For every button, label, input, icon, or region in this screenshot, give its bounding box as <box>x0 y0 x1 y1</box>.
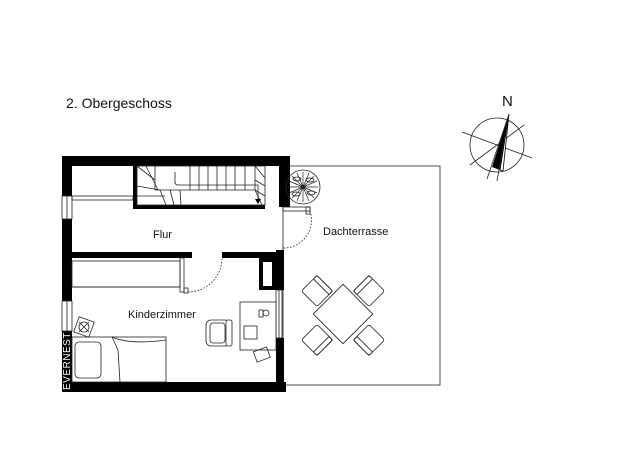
desk-chair <box>205 319 233 347</box>
terrace-window <box>275 289 283 339</box>
terrace-dining-set <box>301 275 385 356</box>
walls <box>62 156 290 392</box>
window-left-upper <box>61 195 73 220</box>
staircase <box>136 165 266 206</box>
room-label-kinderzimmer: Kinderzimmer <box>128 309 196 321</box>
flur-shelf <box>71 195 134 201</box>
lamp-icon <box>73 316 95 338</box>
desk <box>239 301 277 363</box>
floor-title: 2. Obergeschoss <box>66 95 172 111</box>
bed <box>71 336 167 383</box>
north-label: N <box>502 93 513 110</box>
terrace-outline <box>282 165 441 386</box>
kinderzimmer-door <box>179 257 223 294</box>
plant-icon <box>285 169 321 205</box>
terrace-door <box>281 206 312 249</box>
watermark: EVERNEST <box>62 332 73 390</box>
wardrobe <box>71 260 181 288</box>
compass-rose-icon: N <box>461 93 533 182</box>
room-label-flur: Flur <box>153 229 172 241</box>
window-left-lower <box>61 300 73 332</box>
room-label-dachterrasse: Dachterrasse <box>323 226 388 238</box>
